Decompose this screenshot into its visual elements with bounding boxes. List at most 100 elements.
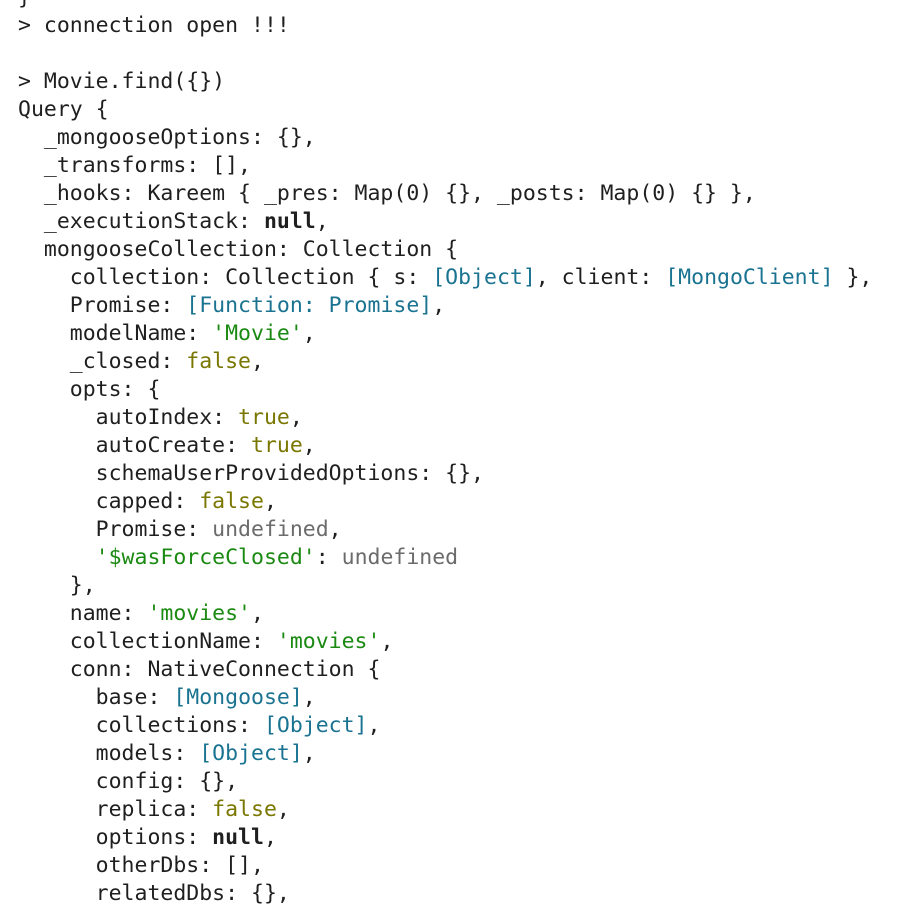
terminal-token: , — [302, 685, 316, 710]
terminal-token: , — [251, 349, 264, 374]
terminal-line — [18, 40, 908, 68]
terminal-token: , — [380, 629, 394, 654]
terminal-token: [Object] — [263, 713, 368, 738]
terminal-token: collectionName: — [18, 629, 277, 654]
terminal-line: Query { — [18, 96, 908, 124]
terminal-output[interactable]: } > connection open !!! > Movie.find({})Qu… — [18, 0, 908, 908]
prompt-symbol: > — [18, 13, 44, 38]
terminal-token: connection open !!! — [43, 13, 290, 38]
terminal-token: relatedDbs: {}, — [18, 881, 290, 906]
terminal-line: _hooks: Kareem { _pres: Map(0) {}, _post… — [18, 180, 908, 208]
terminal-token: undefined — [341, 545, 459, 570]
terminal-token: false — [212, 797, 277, 822]
terminal-token: schemaUserProvidedOptions: {}, — [18, 461, 484, 486]
terminal-token: modelName: — [18, 321, 213, 346]
terminal-line: relatedDbs: {}, — [18, 880, 908, 908]
terminal-line: schemaUserProvidedOptions: {}, — [18, 460, 908, 488]
terminal-token: [Function: Promise] — [186, 293, 433, 318]
terminal-token: true — [251, 433, 303, 458]
terminal-line: collections: [Object], — [18, 712, 908, 740]
terminal-token: replica: — [18, 797, 213, 822]
terminal-token: , client: — [535, 265, 666, 290]
terminal-token: , — [263, 825, 277, 850]
terminal-line: config: {}, — [18, 768, 908, 796]
terminal-token: , — [289, 405, 303, 430]
terminal-token: autoIndex: — [18, 405, 239, 430]
terminal-line: '$wasForceClosed': undefined — [18, 544, 908, 572]
terminal-token: Promise: — [18, 517, 213, 542]
terminal-token: } — [18, 0, 31, 10]
terminal-token: collections: — [18, 713, 264, 738]
terminal-line: options: null, — [18, 824, 908, 852]
terminal-line: _mongooseOptions: {}, — [18, 124, 908, 152]
terminal-token: opts: { — [18, 377, 161, 402]
terminal-token: _mongooseOptions: {}, — [18, 125, 316, 150]
terminal-token: name: — [18, 601, 148, 626]
terminal-token: , — [263, 489, 277, 514]
prompt-symbol: > — [18, 69, 44, 94]
terminal-token: , — [315, 209, 329, 234]
terminal-token: _executionStack: — [18, 209, 264, 234]
terminal-token: models: — [18, 741, 200, 766]
terminal-token: [Mongoose] — [173, 685, 303, 710]
terminal-token: true — [238, 405, 290, 430]
terminal-token: , — [302, 433, 316, 458]
terminal-token: config: {}, — [18, 769, 239, 794]
terminal-line: > connection open !!! — [18, 12, 908, 40]
terminal-line: > Movie.find({}) — [18, 68, 908, 96]
terminal-token: conn: NativeConnection { — [18, 657, 381, 682]
terminal-line: Promise: undefined, — [18, 516, 908, 544]
terminal-token: , — [367, 713, 381, 738]
terminal-line: conn: NativeConnection { — [18, 656, 908, 684]
terminal-token: '$wasForceClosed' — [95, 545, 316, 570]
terminal-token: _hooks: Kareem { _pres: Map(0) {}, _post… — [18, 181, 756, 206]
terminal-line: _closed: false, — [18, 348, 908, 376]
terminal-token: }, — [18, 573, 96, 598]
terminal-token: collection: Collection { s: — [18, 265, 433, 290]
terminal-token: }, — [833, 265, 873, 290]
terminal-token: capped: — [18, 489, 200, 514]
terminal-token: : — [315, 545, 342, 570]
terminal-token: mongooseCollection: Collection { — [18, 237, 459, 262]
terminal-line: otherDbs: [], — [18, 852, 908, 880]
terminal-line: _transforms: [], — [18, 152, 908, 180]
terminal-token: 'movies' — [276, 629, 381, 654]
terminal-line: name: 'movies', — [18, 600, 908, 628]
terminal-token: false — [199, 489, 264, 514]
terminal-token: _closed: — [18, 349, 187, 374]
terminal-token: , — [302, 741, 316, 766]
terminal-token: Query { — [18, 97, 109, 122]
terminal-line: Promise: [Function: Promise], — [18, 292, 908, 320]
terminal-token: 'movies' — [147, 601, 252, 626]
terminal-line: capped: false, — [18, 488, 908, 516]
terminal-token: options: — [18, 825, 213, 850]
terminal-token: _transforms: [], — [18, 153, 251, 178]
terminal-line: replica: false, — [18, 796, 908, 824]
terminal-line: mongooseCollection: Collection { — [18, 236, 908, 264]
terminal-token: , — [251, 601, 264, 626]
terminal-token: 'Movie' — [212, 321, 303, 346]
terminal-token: , — [432, 293, 446, 318]
terminal-line: autoCreate: true, — [18, 432, 908, 460]
terminal-token — [18, 545, 96, 570]
terminal-token: [Object] — [199, 741, 303, 766]
terminal-line: base: [Mongoose], — [18, 684, 908, 712]
terminal-token: base: — [18, 685, 174, 710]
terminal-line: _executionStack: null, — [18, 208, 908, 236]
terminal-line: collection: Collection { s: [Object], cl… — [18, 264, 908, 292]
terminal-token: , — [276, 797, 290, 822]
terminal-token: , — [328, 517, 342, 542]
terminal-line: models: [Object], — [18, 740, 908, 768]
terminal-token: autoCreate: — [18, 433, 251, 458]
terminal-line: autoIndex: true, — [18, 404, 908, 432]
terminal-token: false — [186, 349, 252, 374]
terminal-token: otherDbs: [], — [18, 853, 264, 878]
terminal-token: Promise: — [18, 293, 187, 318]
terminal-token: [Object] — [432, 265, 536, 290]
terminal-token: [MongoClient] — [665, 265, 834, 290]
terminal-line: collectionName: 'movies', — [18, 628, 908, 656]
terminal-token: null — [263, 209, 316, 234]
terminal-token: , — [302, 321, 316, 346]
terminal-line: }, — [18, 572, 908, 600]
terminal-line: modelName: 'Movie', — [18, 320, 908, 348]
